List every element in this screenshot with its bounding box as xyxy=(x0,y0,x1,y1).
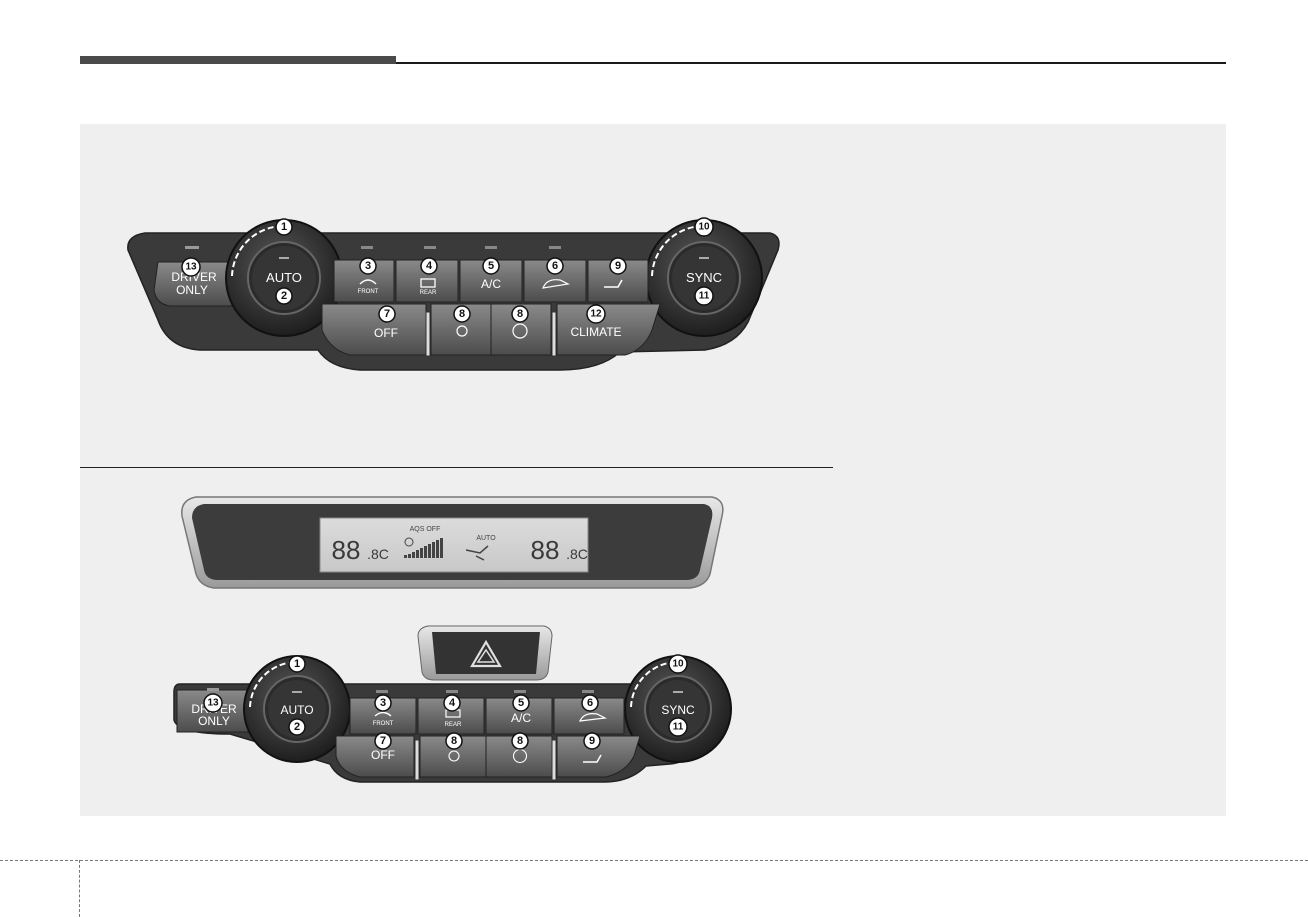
lower-callout-8b: 8 xyxy=(512,733,528,749)
lower-ac-indicator xyxy=(514,690,526,693)
svg-text:1: 1 xyxy=(281,221,287,233)
lower-off-label: OFF xyxy=(371,748,395,762)
upper-auto-indicator xyxy=(279,257,289,259)
upper-callout-8a: 8 xyxy=(454,306,470,322)
svg-text:9: 9 xyxy=(615,260,621,272)
lower-callout-9: 9 xyxy=(584,733,600,749)
svg-text:9: 9 xyxy=(589,735,595,747)
lcd-auto-label: AUTO xyxy=(476,535,496,542)
upper-front-indicator xyxy=(361,246,373,249)
lower-ac-label: A/C xyxy=(511,711,531,725)
upper-callout-10: 10 xyxy=(695,218,713,236)
lcd-left-temp: 88 xyxy=(332,535,361,565)
upper-callout-1: 1 xyxy=(276,219,292,235)
upper-driver-only-indicator xyxy=(185,246,199,249)
lower-front-indicator xyxy=(376,690,388,693)
upper-separator-right xyxy=(552,312,556,356)
lower-auto-indicator xyxy=(292,691,302,693)
upper-separator-left xyxy=(426,312,430,356)
svg-text:2: 2 xyxy=(281,290,287,302)
svg-text:8: 8 xyxy=(517,308,523,320)
lower-separator-right xyxy=(552,740,556,780)
svg-text:10: 10 xyxy=(698,222,710,233)
lower-callout-8a: 8 xyxy=(446,733,462,749)
upper-climate-label: CLIMATE xyxy=(570,325,621,339)
svg-text:7: 7 xyxy=(380,735,386,747)
svg-text:6: 6 xyxy=(587,697,593,709)
lower-callout-1: 1 xyxy=(289,656,305,672)
upper-temp-knob-right[interactable]: SYNC xyxy=(646,220,762,336)
hazard-button[interactable] xyxy=(418,626,552,680)
upper-recirc-indicator xyxy=(549,246,561,249)
svg-text:3: 3 xyxy=(380,697,386,709)
svg-text:13: 13 xyxy=(207,698,219,709)
upper-callout-3: 3 xyxy=(360,258,376,274)
lcd-left-unit: .8C xyxy=(367,546,389,562)
svg-text:8: 8 xyxy=(451,735,457,747)
lower-driver-only-indicator xyxy=(207,688,219,691)
upper-only-label: ONLY xyxy=(176,283,208,297)
lower-callout-13: 13 xyxy=(204,694,222,712)
svg-text:8: 8 xyxy=(459,308,465,320)
lower-callout-7: 7 xyxy=(375,733,391,749)
lower-callout-2: 2 xyxy=(289,719,305,735)
upper-callout-12: 12 xyxy=(587,305,605,323)
lower-rear-label: REAR xyxy=(445,722,462,728)
lower-rear-indicator xyxy=(446,690,458,693)
upper-callout-13: 13 xyxy=(182,258,200,276)
upper-ac-label: A/C xyxy=(481,277,501,291)
lower-callout-6: 6 xyxy=(582,695,598,711)
upper-callout-4: 4 xyxy=(421,258,437,274)
upper-callout-7: 7 xyxy=(379,306,395,322)
svg-text:7: 7 xyxy=(384,308,390,320)
svg-text:12: 12 xyxy=(590,309,602,320)
lower-front-label: FRONT xyxy=(373,721,394,727)
upper-callout-8b: 8 xyxy=(512,306,528,322)
lower-callout-4: 4 xyxy=(444,695,460,711)
upper-callout-11: 11 xyxy=(695,287,713,305)
lower-callout-3: 3 xyxy=(375,695,391,711)
upper-front-label: FRONT xyxy=(358,289,379,295)
svg-text:8: 8 xyxy=(517,735,523,747)
svg-text:4: 4 xyxy=(426,260,433,272)
upper-callout-5: 5 xyxy=(483,258,499,274)
climate-display-unit: 88 .8C AQS OFF AUTO 88 .8C xyxy=(182,497,723,588)
upper-callout-9: 9 xyxy=(610,258,626,274)
lcd-right-unit: .8C xyxy=(566,546,588,562)
svg-text:2: 2 xyxy=(294,721,300,733)
upper-control-panel: DRIVER ONLY AUTO SYNC FRONT xyxy=(128,218,779,370)
lower-callout-11: 11 xyxy=(669,718,687,736)
upper-auto-label: AUTO xyxy=(266,270,302,285)
upper-rear-label: REAR xyxy=(420,290,437,296)
lower-only-label: ONLY xyxy=(198,714,230,728)
svg-text:5: 5 xyxy=(488,260,494,272)
upper-off-label: OFF xyxy=(374,326,398,340)
svg-text:11: 11 xyxy=(699,291,710,302)
svg-text:10: 10 xyxy=(672,659,684,670)
lower-auto-label: AUTO xyxy=(280,703,313,717)
svg-text:5: 5 xyxy=(518,697,524,709)
svg-text:11: 11 xyxy=(673,722,684,733)
upper-sync-indicator xyxy=(699,257,709,259)
upper-ac-indicator xyxy=(485,246,497,249)
upper-rear-indicator xyxy=(424,246,436,249)
lower-callout-5: 5 xyxy=(513,695,529,711)
svg-text:1: 1 xyxy=(294,658,300,670)
lower-sync-label: SYNC xyxy=(661,703,695,717)
lower-recirc-indicator xyxy=(582,690,594,693)
lower-sync-indicator xyxy=(673,691,683,693)
upper-callout-6: 6 xyxy=(547,258,563,274)
upper-fan-off-button[interactable]: OFF xyxy=(322,304,426,355)
lower-separator-left xyxy=(415,740,419,780)
upper-callout-2: 2 xyxy=(276,288,292,304)
svg-text:3: 3 xyxy=(365,260,371,272)
lower-callout-10: 10 xyxy=(669,655,687,673)
svg-text:6: 6 xyxy=(552,260,558,272)
svg-text:13: 13 xyxy=(185,262,197,273)
upper-sync-label: SYNC xyxy=(686,270,722,285)
lcd-aqs-label: AQS OFF xyxy=(410,526,441,533)
svg-text:4: 4 xyxy=(449,697,456,709)
lcd-right-temp: 88 xyxy=(531,535,560,565)
